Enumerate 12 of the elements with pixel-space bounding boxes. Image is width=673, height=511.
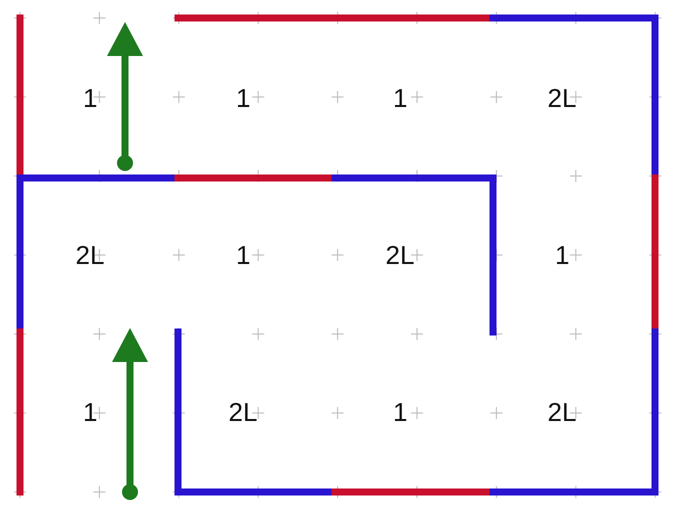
cell-clue: 2L: [548, 83, 576, 113]
cell-clue: 1: [555, 240, 570, 270]
cell-clue: 2L: [386, 240, 414, 270]
cell-clue: 2L: [76, 240, 104, 270]
cell-clue: 1: [83, 397, 98, 427]
cell-clue: 2L: [228, 397, 258, 427]
cell-clue: 1: [393, 397, 408, 427]
cell-clue: 1: [236, 240, 250, 270]
cell-clue: 1: [393, 83, 408, 113]
cell-clue: 1: [83, 83, 98, 113]
cell-clue: 2L: [548, 397, 576, 427]
cell-clue: 1: [236, 83, 250, 113]
